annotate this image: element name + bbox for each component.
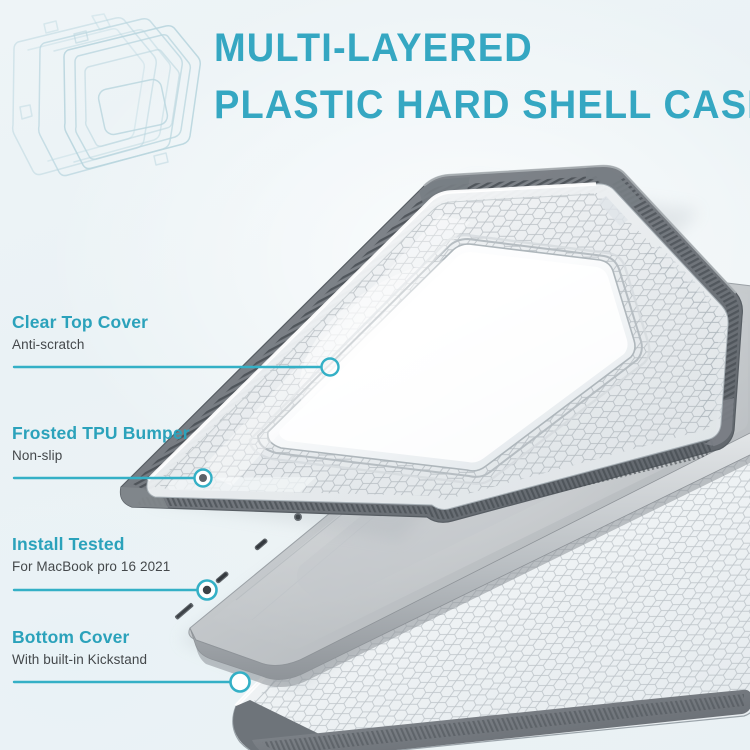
callout-subtitle-bottom-cover: With built-in Kickstand [12, 652, 148, 668]
callout-subtitle-frosted-tpu-bumper: Non-slip [12, 448, 63, 464]
callout-clear-top-cover: Clear Top Cover Anti-scratch [12, 312, 149, 353]
callout-subtitle-install-tested: For MacBook pro 16 2021 [12, 559, 171, 575]
callout-bottom-cover: Bottom Cover With built-in Kickstand [12, 627, 148, 668]
poster-title: MULTI-LAYERED PLASTIC HARD SHELL CASE [214, 26, 750, 127]
callout-title-bottom-cover: Bottom Cover [12, 627, 130, 647]
product-layer-top-cover-assembly [119, 164, 743, 540]
stacked-case-layers-logo-icon [11, 13, 201, 177]
callout-install-tested: Install Tested For MacBook pro 16 2021 [12, 534, 171, 575]
callout-title-clear-top-cover: Clear Top Cover [12, 312, 149, 332]
callout-frosted-tpu-bumper: Frosted TPU Bumper Non-slip [12, 423, 190, 464]
callout-title-frosted-tpu-bumper: Frosted TPU Bumper [12, 423, 190, 443]
callout-subtitle-clear-top-cover: Anti-scratch [12, 337, 85, 353]
title-line-2: PLASTIC HARD SHELL CASE [214, 83, 750, 127]
callout-title-install-tested: Install Tested [12, 534, 125, 554]
title-line-1: MULTI-LAYERED [214, 26, 533, 70]
